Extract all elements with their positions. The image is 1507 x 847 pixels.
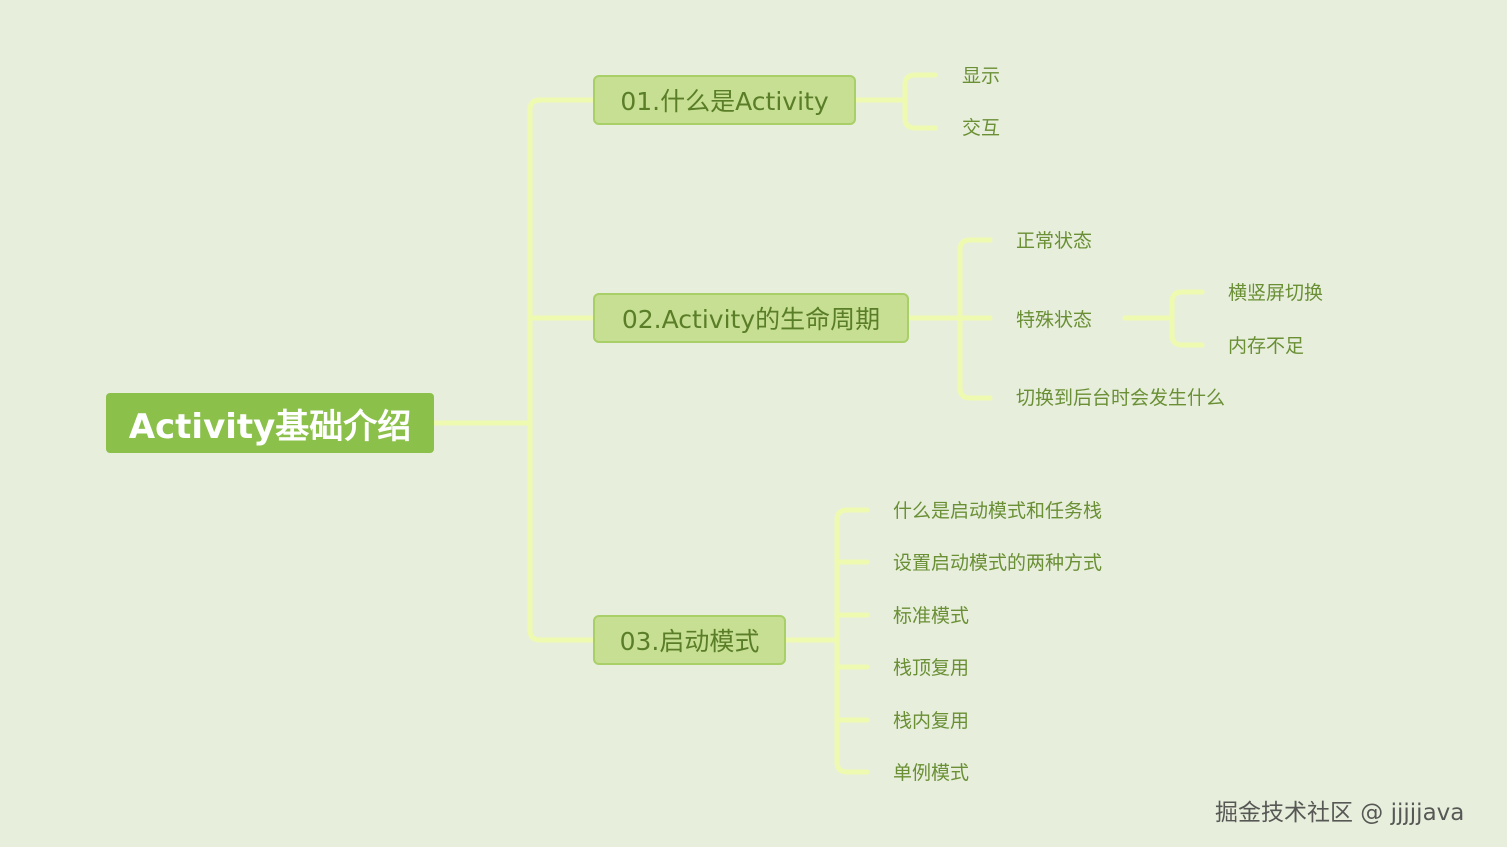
leaf-node-standard-mode[interactable]: 标准模式 (893, 605, 970, 627)
connector-b1 (852, 72, 938, 131)
branch-node-what-is-activity[interactable]: 01.什么是Activity (593, 75, 856, 125)
leaf-node-single-top[interactable]: 栈顶复用 (893, 657, 970, 679)
branch-node-label: 01.什么是Activity (620, 87, 829, 116)
leaf-node-normal-state[interactable]: 正常状态 (1016, 230, 1093, 252)
connector-spine (517, 97, 596, 643)
leaf-node-two-ways-set-mode[interactable]: 设置启动模式的两种方式 (893, 552, 1103, 574)
leaf-node-low-memory[interactable]: 内存不足 (1228, 335, 1305, 357)
branch-node-label: 02.Activity的生命周期 (621, 305, 881, 334)
leaf-node-display[interactable]: 显示 (962, 65, 1001, 87)
connector-b2 (906, 237, 993, 401)
branch-node-lifecycle[interactable]: 02.Activity的生命周期 (593, 293, 909, 343)
watermark: 掘金技术社区 @ jjjjjava (1215, 800, 1465, 826)
leaf-node-rotate-screen[interactable]: 横竖屏切换 (1228, 282, 1324, 304)
leaf-node-background-switch[interactable]: 切换到后台时会发生什么 (1016, 387, 1226, 409)
leaf-node-interaction[interactable]: 交互 (962, 117, 1001, 139)
connector-b2-sub (1122, 289, 1205, 348)
root-node[interactable]: Activity基础介绍 (106, 393, 434, 453)
leaf-node-special-state[interactable]: 特殊状态 (1016, 309, 1093, 331)
branch-node-launch-mode[interactable]: 03.启动模式 (593, 615, 786, 665)
root-node-label: Activity基础介绍 (128, 406, 412, 447)
connector-b3 (783, 507, 870, 775)
leaf-node-launch-mode-and-task-stack[interactable]: 什么是启动模式和任务栈 (893, 500, 1103, 522)
leaf-node-single-task[interactable]: 栈内复用 (893, 710, 970, 732)
branch-node-label: 03.启动模式 (619, 627, 760, 656)
leaf-node-single-instance[interactable]: 单例模式 (893, 762, 970, 784)
